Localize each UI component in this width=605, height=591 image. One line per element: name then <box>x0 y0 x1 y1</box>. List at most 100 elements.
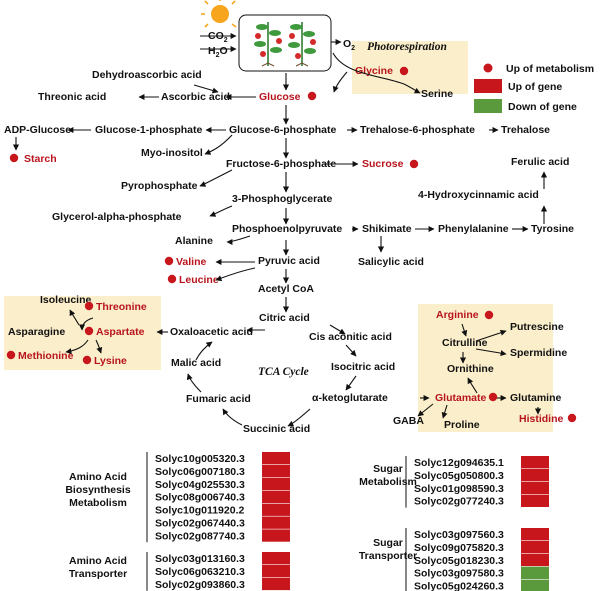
arrow-6 <box>193 84 219 94</box>
co2-label: CO2 <box>208 30 228 44</box>
metabolite-ferulic-acid: Ferulic acid <box>511 156 569 168</box>
metabolite-alpha-ketoglutarate: α-ketoglutarate <box>312 392 388 404</box>
up-dot-methionine <box>6 350 16 360</box>
up-dot-starch <box>9 153 19 163</box>
metabolite-acetyl-coa: Acetyl CoA <box>258 283 314 295</box>
legend-gene-up-swatch <box>474 79 502 93</box>
gene-group-title: Amino Acid <box>69 555 127 567</box>
gene-group-3: SugarTransporterSolyc03g097560.3Solyc09g… <box>359 528 549 591</box>
gene-regulation-cell <box>521 553 549 567</box>
gene-id: Solyc10g011920.2 <box>155 505 244 517</box>
metabolite-proline: Proline <box>444 419 480 431</box>
metabolite-isoleucine: Isoleucine <box>40 294 92 306</box>
up-dot-threonine <box>84 301 94 311</box>
curved-arrow-4 <box>209 205 233 217</box>
metabolite-glycine: Glycine <box>355 65 393 77</box>
curved-arrow-11 <box>69 309 80 326</box>
gene-regulation-cell <box>262 516 290 529</box>
metabolite-threonic-acid: Threonic acid <box>38 91 106 103</box>
curved-arrow-15 <box>195 341 213 361</box>
gene-regulation-cell <box>262 529 290 542</box>
gene-id: Solyc04g025530.3 <box>155 479 245 491</box>
up-dot-valine <box>164 256 174 266</box>
metabolite-trehalose-6-phosphate: Trehalose-6-phosphate <box>360 124 475 136</box>
metabolite-valine: Valine <box>176 256 207 268</box>
curved-arrow-9 <box>65 339 89 355</box>
curved-arrow-3 <box>199 169 233 187</box>
gene-group-title: Biosynthesis <box>65 484 131 496</box>
legend-gene-down-label: Down of gene <box>508 101 577 113</box>
metabolite-trehalose: Trehalose <box>501 124 550 136</box>
arrow-29 <box>345 344 357 357</box>
gene-group-title: Amino Acid <box>69 471 127 483</box>
metabolite-citric-acid: Citric acid <box>259 312 310 324</box>
gene-group-title: Metabolism <box>69 497 127 509</box>
gene-id: Solyc06g007180.3 <box>155 466 245 478</box>
metabolite-tyrosine: Tyrosine <box>531 223 574 235</box>
metabolite-citrulline: Citrulline <box>442 337 488 349</box>
metabolite-glutamine: Glutamine <box>510 392 562 404</box>
gene-group-title: Transporter <box>359 550 417 562</box>
gene-id: Solyc02g077240.3 <box>414 496 504 508</box>
up-dot-glutamate <box>488 392 498 402</box>
up-dot-aspartate <box>84 326 94 336</box>
metabolite-glycerol-alpha-phosphate: Glycerol-alpha-phosphate <box>52 211 182 223</box>
gene-group-2: SugarMetabolismSolyc12g094635.1Solyc05g0… <box>359 456 549 508</box>
metabolite-ornithine: Ornithine <box>447 363 494 375</box>
gene-regulation-cell <box>262 552 290 565</box>
metabolite-spermidine: Spermidine <box>510 347 567 359</box>
curved-arrow-2 <box>204 134 233 155</box>
metabolite-leucine: Leucine <box>179 274 219 286</box>
curved-arrow-1 <box>332 71 348 93</box>
legend: Up of metabolism Up of gene Down of gene <box>474 63 594 113</box>
gene-group-title: Sugar <box>373 537 403 549</box>
metabolite-gaba: GABA <box>393 415 424 427</box>
gene-id: Solyc02g067440.3 <box>155 518 245 530</box>
metabolite-phenylalanine: Phenylalanine <box>438 223 509 235</box>
curved-arrow-0 <box>332 52 421 94</box>
gene-panels: Amino AcidBiosynthesisMetabolismSolyc10g… <box>65 452 549 591</box>
metabolite-lysine: Lysine <box>94 355 127 367</box>
metabolite-asparagine: Asparagine <box>8 326 65 338</box>
tomato-plant-icon <box>254 22 316 67</box>
arrow-28 <box>329 324 346 335</box>
curved-arrow-5 <box>226 235 251 246</box>
gene-group-title: Metabolism <box>359 476 417 488</box>
o2-label: O2 <box>343 38 355 52</box>
up-dot-leucine <box>167 274 177 284</box>
metabolite-methionine: Methionine <box>18 350 74 362</box>
metabolite-fumaric-acid: Fumaric acid <box>186 393 251 405</box>
up-dot-histidine <box>567 413 577 423</box>
curved-arrow-7 <box>215 267 256 282</box>
gene-id: Solyc02g093860.3 <box>155 579 245 591</box>
metabolite-glucose-6-phosphate: Glucose-6-phosphate <box>229 124 337 136</box>
gene-regulation-cell <box>262 577 290 591</box>
gene-id: Solyc12g094635.1 <box>414 457 504 469</box>
arrow-38 <box>475 348 507 357</box>
metabolite-pyrophosphate: Pyrophosphate <box>121 180 198 192</box>
gene-regulation-cell <box>262 564 290 578</box>
gene-regulation-cell <box>262 503 290 516</box>
up-dot-arginine <box>484 310 494 320</box>
plant-panel <box>238 14 332 72</box>
gene-id: Solyc05g024260.3 <box>414 581 504 591</box>
up-dot-glycine <box>399 66 409 76</box>
arrow-37 <box>475 329 507 342</box>
metabolite-glucose: Glucose <box>259 91 301 103</box>
photorespiration-box <box>352 41 468 94</box>
metabolite-putrescine: Putrescine <box>510 321 564 333</box>
metabolite-glucose-1-phosphate: Glucose-1-phosphate <box>95 124 203 136</box>
gene-id: Solyc02g087740.3 <box>155 530 245 542</box>
pathway-arrows <box>12 32 548 427</box>
metabolite-phosphoenolpyruvate: Phosphoenolpyruvate <box>232 223 342 235</box>
gene-regulation-cell <box>521 468 549 482</box>
sun-icon <box>201 0 237 28</box>
metabolite-salicylic-acid: Salicylic acid <box>358 256 424 268</box>
metabolite-cis-aconitic-acid: Cis aconitic acid <box>309 331 392 343</box>
legend-metabolism-label: Up of metabolism <box>506 63 594 75</box>
curved-arrow-14 <box>186 373 202 393</box>
arrow-36 <box>461 323 468 337</box>
metabolite-threonine: Threonine <box>96 301 147 313</box>
